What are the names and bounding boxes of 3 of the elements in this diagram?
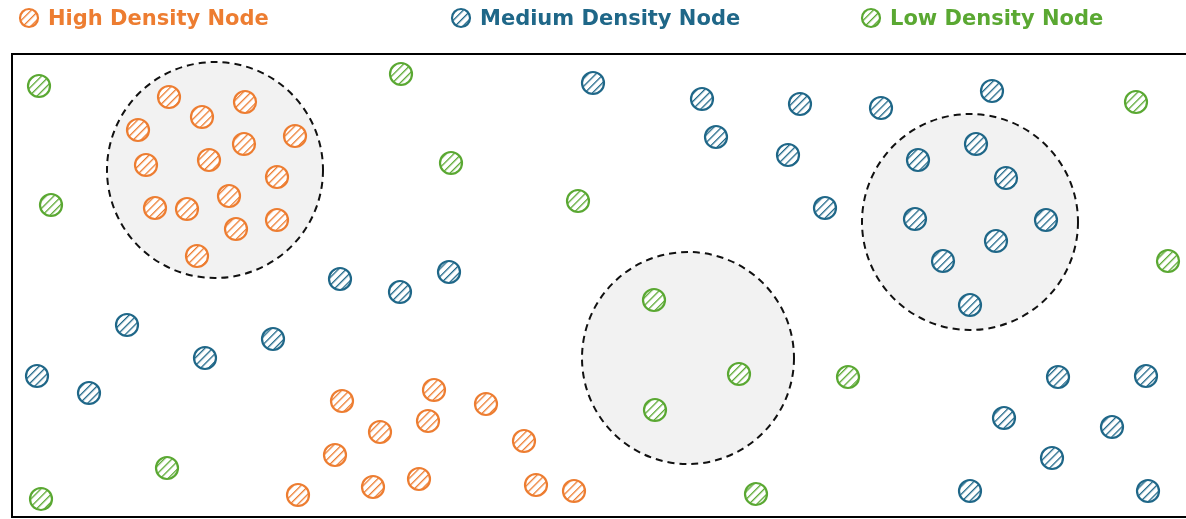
- legend-label: High Density Node: [48, 6, 269, 30]
- legend-label: Low Density Node: [890, 6, 1104, 30]
- legend-label: Medium Density Node: [480, 6, 741, 30]
